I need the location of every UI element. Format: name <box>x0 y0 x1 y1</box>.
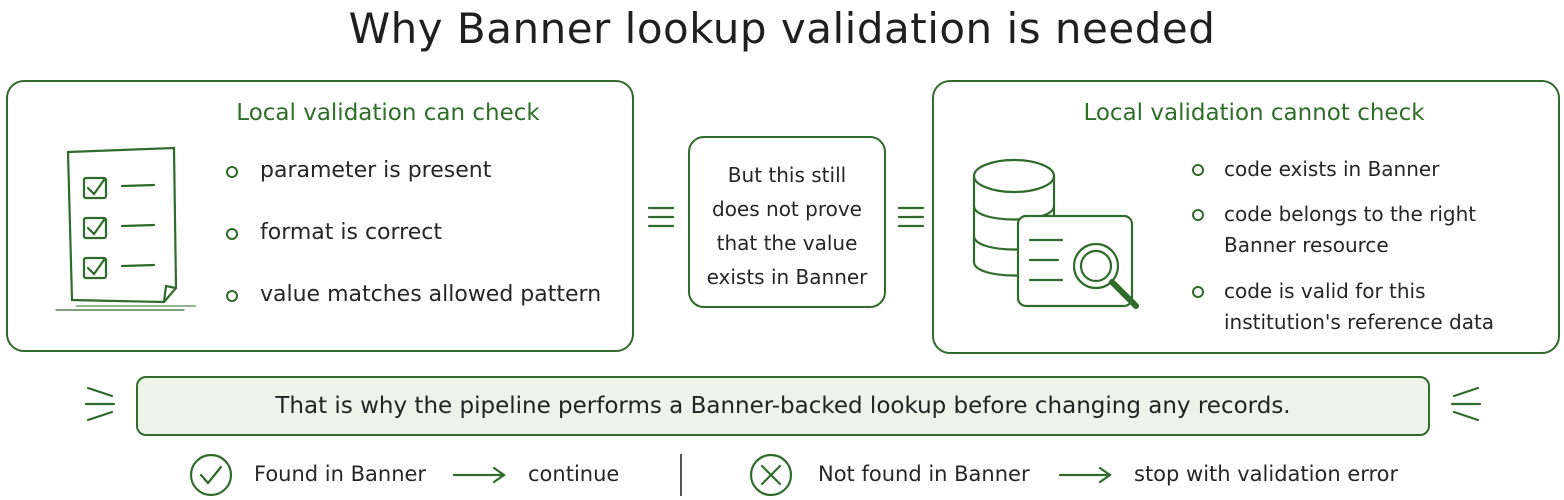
footer-divider <box>680 454 682 496</box>
middle-note-line: that the value <box>716 231 858 255</box>
list-item: parameter is present <box>226 156 601 218</box>
found-action-label: continue <box>528 462 620 486</box>
equals-connector-icon <box>647 206 675 228</box>
conclusion-banner: That is why the pipeline performs a Bann… <box>136 376 1430 436</box>
bullet-icon <box>226 228 238 240</box>
checklist-icon <box>55 146 196 311</box>
list-item: code belongs to the right Banner resourc… <box>1192 199 1494 276</box>
bullet-icon <box>226 290 238 302</box>
bullet-icon <box>1192 286 1204 298</box>
local-can-check-panel: Local validation can check parameter is … <box>6 80 634 352</box>
list-item: code is valid for this institution's ref… <box>1192 276 1494 346</box>
middle-note-line: exists in Banner <box>706 265 868 289</box>
check-circle-icon <box>189 453 233 497</box>
middle-note-line: But this still <box>727 163 847 187</box>
database-search-icon <box>972 158 1139 309</box>
page-title: Why Banner lookup validation is needed <box>348 4 1216 53</box>
left-panel-heading: Local validation can check <box>236 100 540 126</box>
equals-connector-icon <box>897 206 925 228</box>
not-found-condition-label: Not found in Banner <box>818 462 1030 486</box>
not-found-action-label: stop with validation error <box>1134 462 1399 486</box>
x-circle-icon <box>749 453 793 497</box>
right-panel-heading: Local validation cannot check <box>1083 100 1425 126</box>
bullet-icon <box>226 166 238 178</box>
middle-note: But this still does not prove that the v… <box>688 136 886 308</box>
emphasis-lines-right-icon <box>1450 386 1482 422</box>
emphasis-lines-left-icon <box>84 386 116 422</box>
bullet-icon <box>1192 164 1204 176</box>
local-cannot-check-panel: Local validation cannot check code exist… <box>932 80 1560 354</box>
middle-note-line: does not prove <box>712 197 862 221</box>
list-item: format is correct <box>226 218 601 280</box>
list-item: value matches allowed pattern <box>226 280 601 342</box>
arrow-right-icon <box>1058 466 1112 484</box>
list-item: code exists in Banner <box>1192 154 1494 199</box>
found-condition-label: Found in Banner <box>254 462 427 486</box>
bullet-icon <box>1192 209 1204 221</box>
arrow-right-icon <box>452 466 506 484</box>
